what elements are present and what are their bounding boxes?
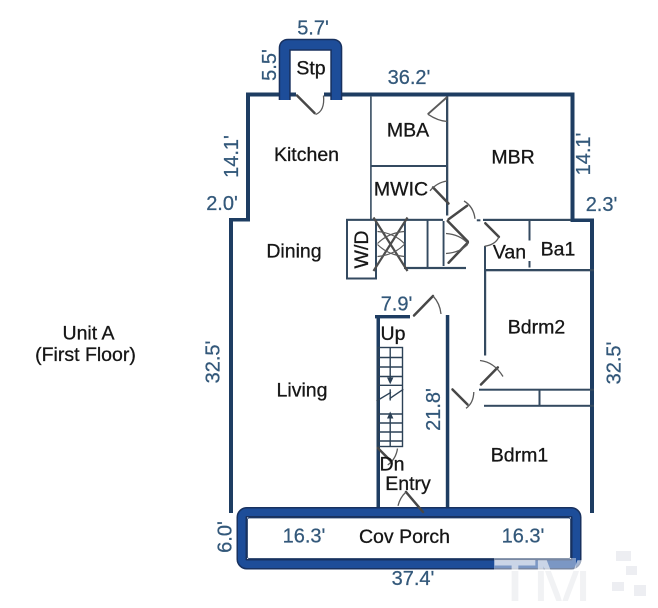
svg-text:TM: TM bbox=[493, 546, 587, 608]
svg-text:Living: Living bbox=[277, 380, 328, 402]
svg-text:Unit A: Unit A bbox=[62, 323, 114, 345]
svg-text:36.2': 36.2' bbox=[388, 67, 431, 89]
svg-text:6.0': 6.0' bbox=[215, 521, 237, 553]
svg-text:14.1': 14.1' bbox=[573, 133, 595, 176]
svg-text:Up: Up bbox=[381, 323, 406, 345]
svg-text:Entry: Entry bbox=[385, 473, 431, 495]
svg-text:7.9': 7.9' bbox=[381, 294, 413, 316]
svg-text:W/D: W/D bbox=[351, 231, 373, 269]
svg-text:Bdrm1: Bdrm1 bbox=[491, 445, 548, 467]
svg-text:MWIC: MWIC bbox=[374, 179, 428, 201]
svg-text:16.3': 16.3' bbox=[502, 526, 545, 548]
svg-text:2.3': 2.3' bbox=[586, 194, 618, 216]
svg-text:2.0': 2.0' bbox=[206, 193, 238, 215]
svg-text:Bdrm2: Bdrm2 bbox=[508, 317, 565, 339]
svg-text:Kitchen: Kitchen bbox=[274, 144, 339, 166]
svg-text:21.8': 21.8' bbox=[423, 388, 445, 431]
svg-text:5.7': 5.7' bbox=[297, 17, 329, 39]
svg-text:(First Floor): (First Floor) bbox=[35, 344, 136, 366]
svg-text:Dining: Dining bbox=[266, 241, 321, 263]
svg-text:Dn: Dn bbox=[380, 454, 405, 476]
svg-text:14.1': 14.1' bbox=[221, 135, 243, 178]
svg-text:37.4': 37.4' bbox=[392, 568, 435, 590]
svg-text:5.5': 5.5' bbox=[259, 49, 281, 81]
svg-text:16.3': 16.3' bbox=[283, 526, 326, 548]
svg-text:Cov Porch: Cov Porch bbox=[359, 526, 450, 548]
svg-text:Van: Van bbox=[493, 242, 526, 264]
svg-text:MBR: MBR bbox=[491, 147, 534, 169]
svg-text:Ba1: Ba1 bbox=[541, 239, 576, 261]
svg-text:MBA: MBA bbox=[387, 120, 429, 142]
svg-text:Stp: Stp bbox=[296, 58, 325, 80]
svg-text:32.5': 32.5' bbox=[203, 341, 225, 384]
svg-text:TM: TM bbox=[493, 546, 587, 608]
svg-text:32.5': 32.5' bbox=[604, 342, 626, 385]
